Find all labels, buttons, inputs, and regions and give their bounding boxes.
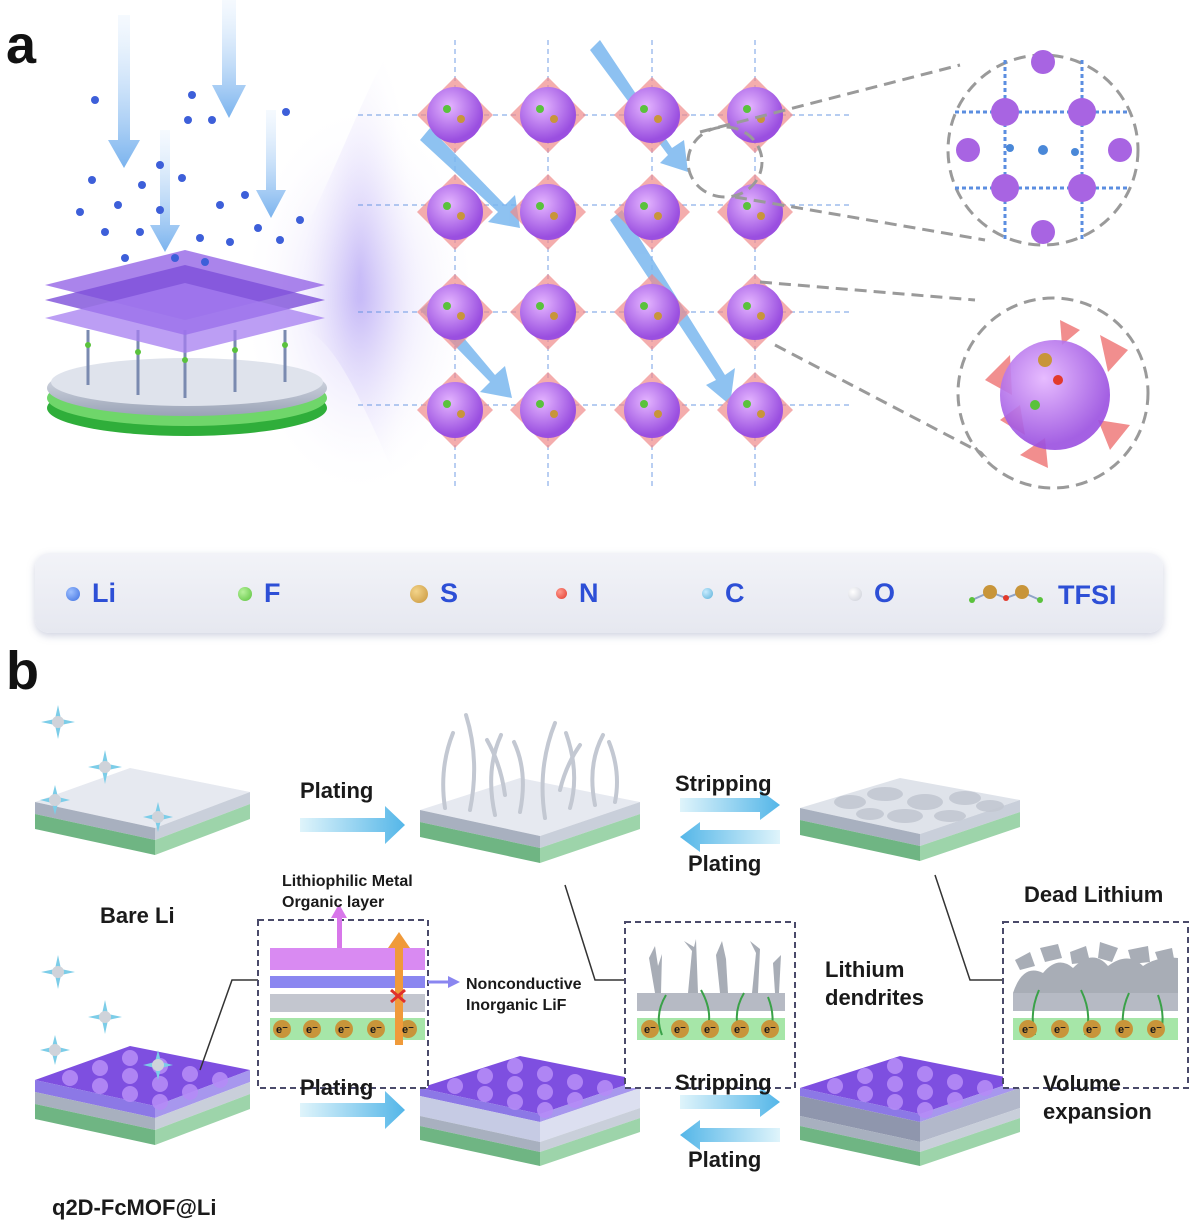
n-dot-icon [556,588,567,599]
electron-label: e⁻ [338,1024,350,1036]
legend-item-s: S [410,578,458,609]
electron-label: e⁻ [402,1024,414,1036]
volume-expansion-label: Volume expansion [1043,1071,1152,1125]
electron-label: e⁻ [1086,1024,1098,1036]
electron-label: e⁻ [674,1024,686,1036]
bare-li-label: Bare Li [100,903,175,928]
stripping-label-bottom: Stripping [675,1070,772,1095]
f-dot-icon [238,586,252,601]
tfsi-molecule-icon [969,585,1043,603]
legend-bar [35,553,1163,633]
electron-label: e⁻ [1118,1024,1130,1036]
o-dot-icon [848,586,862,601]
electron-label: e⁻ [1150,1024,1162,1036]
legend-label-o: O [874,578,896,608]
lithiophilic-layer-label: Lithiophilic Metal Organic layer [282,873,413,911]
legend-label-f: F [264,578,281,608]
legend-item-o: O [848,578,895,609]
nonconductive-lif-label: Nonconductive Inorganic LiF [466,976,582,1014]
li-dot-icon [66,586,80,601]
electron-label: e⁻ [370,1024,382,1036]
panel-b-illustration [35,705,1189,1166]
electron-label: e⁻ [734,1024,746,1036]
legend-label-s: S [440,578,459,608]
electron-label: e⁻ [306,1024,318,1036]
electron-label: e⁻ [1022,1024,1034,1036]
legend-item-tfsi: TFSI [966,578,1117,612]
plating-label-top: Plating [300,778,374,803]
q2d-fcmof-li-label: q2D-FcMOF@Li [52,1195,217,1220]
legend-item-n: N [556,578,599,609]
stripping-label-top: Stripping [675,771,772,796]
legend-item-f: F [238,578,281,609]
panel-a-illustration [45,0,1150,530]
plating-label-bottom-return: Plating [688,1147,762,1172]
panel-b-letter: b [6,641,39,701]
legend-item-li: Li [66,578,116,609]
legend-item-c: C [702,578,745,609]
legend-label-n: N [579,578,599,608]
lithium-dendrites-label: Lithium dendrites [825,957,925,1011]
electron-label: e⁻ [1054,1024,1066,1036]
electron-label: e⁻ [644,1024,656,1036]
electron-label: e⁻ [276,1024,288,1036]
s-dot-icon [410,584,428,603]
plating-label-top-return: Plating [688,851,762,876]
legend-label-li: Li [92,578,116,608]
electron-label: e⁻ [764,1024,776,1036]
panel-a-letter: a [6,15,37,75]
legend-label-tfsi: TFSI [1058,579,1117,610]
c-dot-icon [702,588,713,599]
dead-lithium-label: Dead Lithium [1024,882,1164,907]
plating-label-bottom: Plating [300,1075,374,1100]
electron-label: e⁻ [704,1024,716,1036]
legend-label-c: C [725,578,745,608]
